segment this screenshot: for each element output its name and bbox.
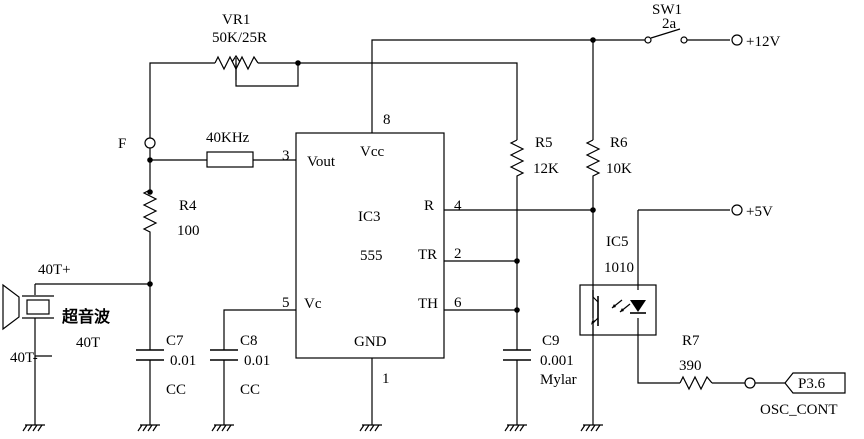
connector-p3-6: P3.6 OSC_CONT: [755, 372, 846, 418]
r5-ref: R5: [535, 135, 553, 151]
transducer-pos: 40T+: [38, 262, 71, 278]
r6-resistor: R6 10K: [585, 135, 632, 180]
c7-capacitor: C7 0.01 CC: [136, 333, 196, 398]
r4-value: 100: [177, 223, 200, 239]
ground-symbols: [22, 424, 603, 432]
crystal-value: 40KHz: [206, 130, 250, 146]
c9-type: Mylar: [540, 372, 577, 388]
ic3-pin-th-num: 6: [454, 295, 462, 311]
c7-ref: C7: [166, 333, 184, 349]
crystal-40khz: 40KHz: [206, 130, 254, 168]
sw1-switch: SW1 2a: [644, 2, 688, 44]
supply-12v-label: +12V: [746, 34, 780, 50]
ic3-pin-vc-name: Vc: [304, 296, 322, 312]
ic3-pin-tr-num: 2: [454, 246, 462, 262]
r5-resistor: R5 12K: [509, 135, 559, 180]
c9-value: 0.001: [540, 353, 574, 369]
ic3-pin-vcc-num: 8: [383, 112, 391, 128]
c8-capacitor: C8 0.01 CC: [210, 333, 270, 398]
c8-ref: C8: [240, 333, 258, 349]
terminals: [144, 34, 756, 389]
ic3-pin-gnd-name: GND: [354, 334, 387, 350]
ic3-pin-gnd-num: 1: [382, 371, 390, 387]
connector-net: OSC_CONT: [760, 402, 838, 418]
r7-value: 390: [679, 358, 702, 374]
ic3-pin-th-name: TH: [418, 296, 438, 312]
wires: [34, 39, 745, 425]
ic3-pin-vout-num: 3: [282, 148, 290, 164]
ic3-pin-r-num: 4: [454, 198, 462, 214]
ic3-pin-vcc-name: Vcc: [360, 144, 384, 160]
c9-ref: C9: [542, 333, 560, 349]
transducer-model: 40T: [76, 335, 100, 351]
r4-ref: R4: [179, 198, 197, 214]
c7-value: 0.01: [170, 353, 196, 369]
r6-value: 10K: [606, 161, 632, 177]
r4-resistor: R4 100: [142, 189, 200, 239]
r7-ref: R7: [682, 333, 700, 349]
ic3-type: 555: [360, 248, 383, 264]
transducer-neg: 40T-: [10, 350, 38, 366]
ic3-pin-vout-name: Vout: [307, 154, 336, 170]
vr1-value: 50K/25R: [212, 30, 267, 46]
supply-5v-label: +5V: [746, 204, 773, 220]
sw1-ref: SW1: [652, 2, 682, 18]
ultrasonic-transducer: 40T+ 40T- 超音波 40T: [2, 262, 111, 366]
vr1-potentiometer: VR1 50K/25R: [212, 12, 267, 80]
ic5-ref: IC5: [606, 234, 629, 250]
ic3-pin-tr-name: TR: [418, 247, 437, 263]
ic5-optocoupler: IC5 1010: [579, 234, 657, 336]
transducer-label: 超音波: [61, 307, 111, 326]
vr1-ref: VR1: [222, 12, 250, 28]
r5-value: 12K: [533, 161, 559, 177]
c8-value: 0.01: [244, 353, 270, 369]
connector-pin: P3.6: [798, 376, 826, 392]
ic5-value: 1010: [604, 260, 634, 276]
ic3-ref: IC3: [358, 209, 381, 225]
r7-resistor: R7 390: [679, 333, 713, 391]
ic3-pin-r-name: R: [424, 198, 434, 214]
c8-type: CC: [240, 382, 260, 398]
c9-capacitor: C9 0.001 Mylar: [503, 333, 577, 388]
ic3-555-timer: IC3 555 Vcc 8 Vout 3 R 4 TR 2 TH 6 Vc 5 …: [282, 112, 462, 387]
c7-type: CC: [166, 382, 186, 398]
r6-ref: R6: [610, 135, 628, 151]
sw1-value: 2a: [662, 16, 677, 32]
node-f-label: F: [118, 136, 126, 152]
ic3-pin-vc-num: 5: [282, 295, 290, 311]
